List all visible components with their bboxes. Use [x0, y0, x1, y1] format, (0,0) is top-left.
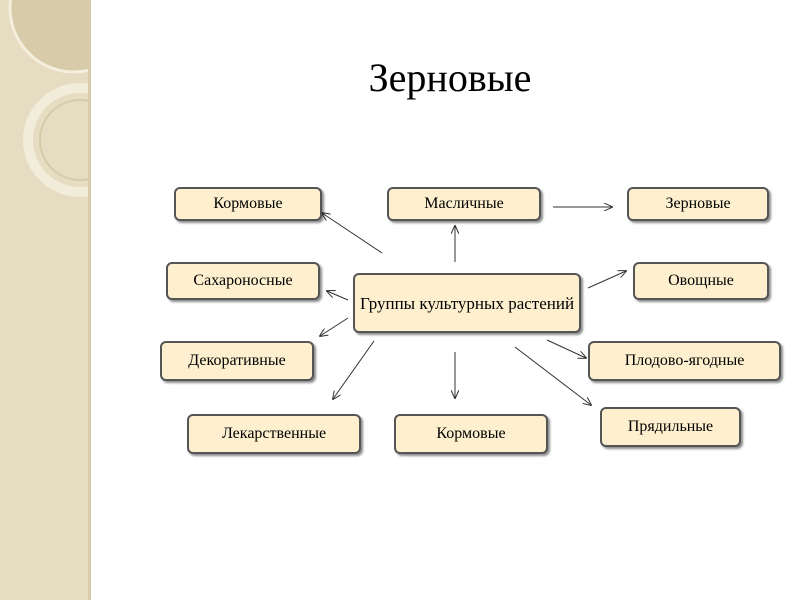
- node-ovoshchnye: Овощные: [633, 262, 769, 300]
- node-center: Группы культурных растений: [353, 273, 581, 333]
- node-zernovye: Зерновые: [627, 187, 769, 221]
- side-band-edge: [88, 0, 91, 600]
- arrow-to-dekorativnye: [320, 317, 349, 336]
- node-plodovo-yagodnye: Плодово-ягодные: [588, 341, 781, 381]
- arrow-to-ovoshchnye: [587, 271, 626, 289]
- node-ovoshchnye-label: Овощные: [668, 272, 734, 289]
- decorative-side-band: [0, 0, 88, 600]
- node-dekorativnye: Декоративные: [160, 341, 314, 381]
- node-kormovye-bottom-label: Кормовые: [436, 425, 506, 442]
- arrow-to-kormovye-top: [322, 213, 383, 254]
- node-lekarstvennye-label: Лекарственные: [221, 425, 327, 442]
- arrow-to-plodovo-yagodnye: [546, 339, 586, 358]
- node-saharonosnye: Сахароносные: [166, 262, 320, 300]
- node-kormovye-bottom: Кормовые: [394, 414, 548, 454]
- node-maslichnye-label: Масличные: [424, 195, 504, 212]
- node-kormovye-top: Кормовые: [174, 187, 322, 221]
- node-kormovye-top-label: Кормовые: [213, 195, 283, 212]
- arrow-to-pryadilnye: [514, 346, 591, 405]
- node-pryadilnye-label: Прядильные: [627, 418, 714, 435]
- node-center-label: Группы культурных растений: [359, 293, 575, 313]
- slide-title: Зерновые: [368, 55, 532, 100]
- node-maslichnye: Масличные: [387, 187, 541, 221]
- node-lekarstvennye: Лекарственные: [187, 414, 361, 454]
- node-dekorativnye-label: Декоративные: [188, 352, 286, 369]
- arrow-to-lekarstvennye: [333, 340, 375, 399]
- node-zernovye-label: Зерновые: [665, 195, 731, 212]
- node-pryadilnye: Прядильные: [600, 407, 741, 447]
- node-plodovo-yagodnye-label: Плодово-ягодные: [624, 352, 745, 369]
- node-saharonosnye-label: Сахароносные: [193, 272, 293, 289]
- decorative-circles: [8, 0, 88, 197]
- arrow-to-saharonosnye: [327, 291, 349, 301]
